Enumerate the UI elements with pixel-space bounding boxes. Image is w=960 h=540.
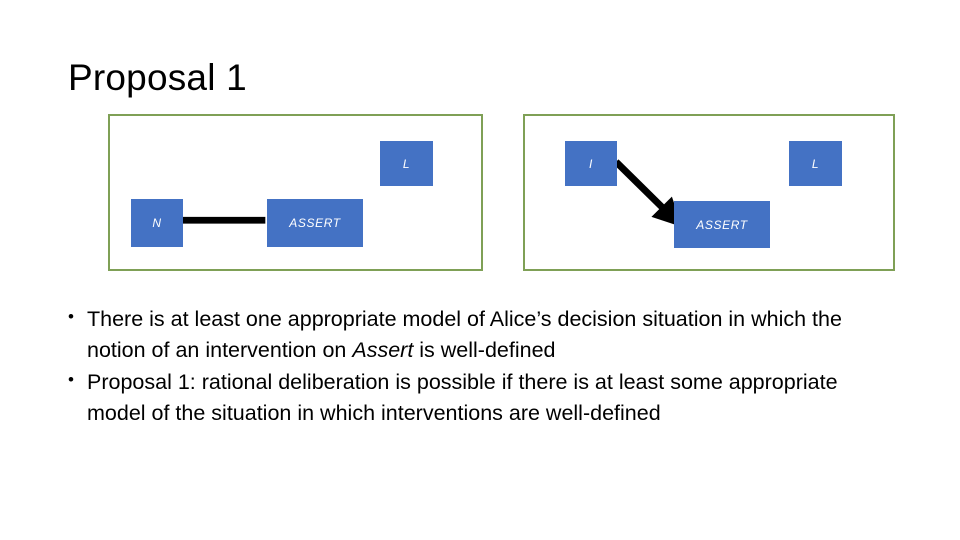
graph-node-assert[interactable]: ASSERT <box>674 201 770 248</box>
graph-node-l[interactable]: L <box>380 141 433 186</box>
list-item: • There is at least one appropriate mode… <box>68 304 898 365</box>
diagram-panel-left: L N ASSERT <box>108 114 483 271</box>
bullet-marker: • <box>68 370 74 390</box>
bullet-marker: • <box>68 307 74 326</box>
bullet-text: There is at least one appropriate model … <box>87 307 842 362</box>
bullet-text: Proposal 1: rational deliberation is pos… <box>87 370 838 425</box>
edge-i-assert-arrow <box>613 159 683 227</box>
graph-node-i[interactable]: I <box>565 141 617 186</box>
graph-node-n[interactable]: N <box>131 199 183 247</box>
graph-node-l[interactable]: L <box>789 141 842 186</box>
diagram-panel-right: I L ASSERT <box>523 114 895 271</box>
list-item: • Proposal 1: rational deliberation is p… <box>68 367 898 428</box>
page-title: Proposal 1 <box>68 57 247 98</box>
graph-node-assert[interactable]: ASSERT <box>267 199 363 247</box>
bullet-list: • There is at least one appropriate mode… <box>68 304 898 430</box>
